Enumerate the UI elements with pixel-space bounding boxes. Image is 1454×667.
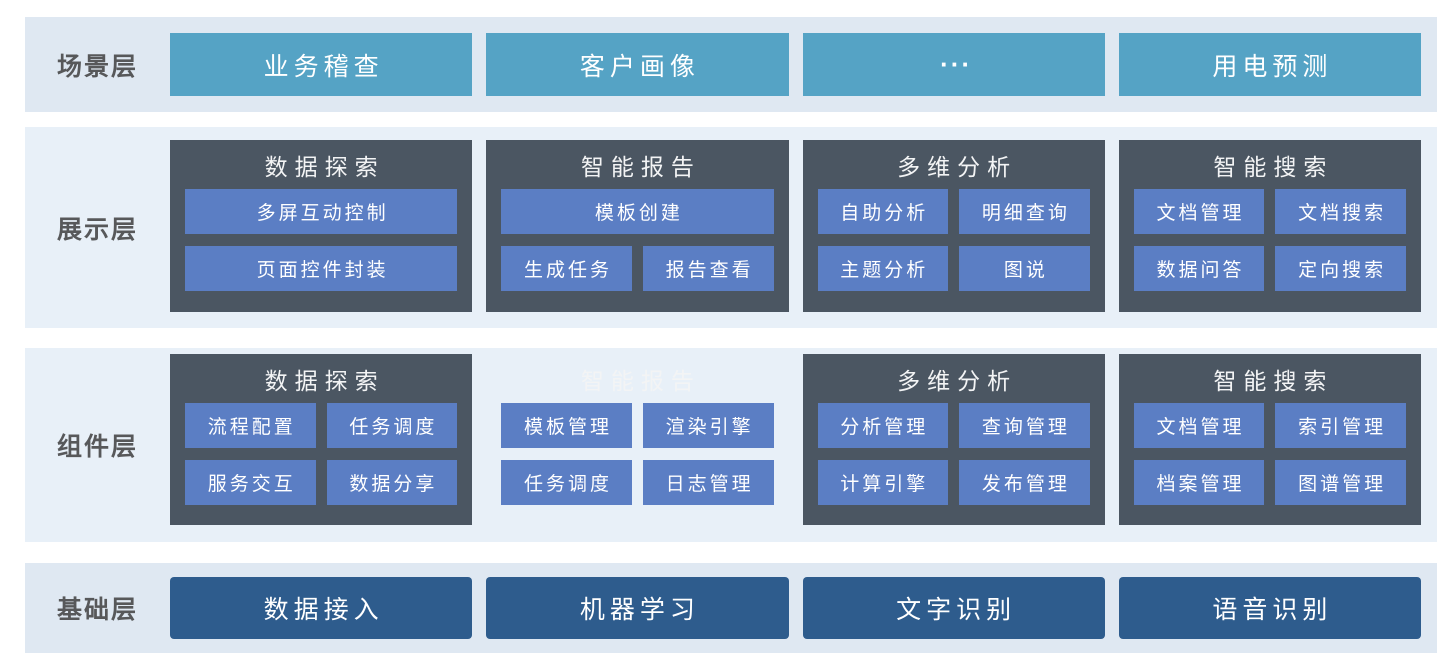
- component-card-2-button-1-0[interactable]: 计算引擎: [817, 460, 949, 505]
- component-card-3-button-0-1[interactable]: 索引管理: [1275, 403, 1406, 448]
- component-card-1-button-1-1[interactable]: 日志管理: [642, 460, 774, 505]
- scenario-button-0[interactable]: 业务稽查: [170, 33, 473, 96]
- presentation-card-2-button-1-0[interactable]: 主题分析: [817, 246, 949, 291]
- card-button-row: 服务交互数据分享: [185, 460, 458, 505]
- card-button-row: 档案管理图谱管理: [1133, 460, 1406, 505]
- layer-content-presentation: 数据探索多屏互动控制页面控件封装智能报告模板创建生成任务报告查看多维分析自助分析…: [170, 127, 1421, 328]
- component-card-1: 智能报告模板管理渲染引擎任务调度日志管理: [486, 354, 788, 525]
- layer-label-foundation: 基础层: [56, 596, 138, 624]
- foundation-button-3[interactable]: 语音识别: [1118, 577, 1421, 639]
- component-card-3: 智能搜索文档管理索引管理档案管理图谱管理: [1118, 354, 1421, 525]
- card-button-row: 数据问答定向搜索: [1133, 246, 1406, 291]
- card-button-row: 计算引擎发布管理: [817, 460, 1090, 505]
- scenario-button-2[interactable]: ···: [802, 33, 1105, 96]
- component-card-1-button-1-0[interactable]: 任务调度: [501, 460, 632, 505]
- card-button-row: 页面控件封装: [185, 246, 458, 291]
- component-card-3-button-0-0[interactable]: 文档管理: [1133, 403, 1265, 448]
- layer-foundation: 基础层 数据接入机器学习文字识别语音识别: [25, 563, 1437, 653]
- card-button-row: 任务调度日志管理: [501, 460, 774, 505]
- presentation-card-3-button-0-1[interactable]: 文档搜索: [1275, 189, 1406, 234]
- presentation-card-1-title: 智能报告: [580, 154, 701, 181]
- component-card-2-title: 多维分析: [897, 368, 1018, 395]
- layer-component: 组件层 数据探索流程配置任务调度服务交互数据分享智能报告模板管理渲染引擎任务调度…: [25, 348, 1437, 542]
- component-card-2-button-0-0[interactable]: 分析管理: [817, 403, 949, 448]
- foundation-button-0[interactable]: 数据接入: [170, 577, 473, 639]
- presentation-card-3-button-1-0[interactable]: 数据问答: [1133, 246, 1265, 291]
- card-button-row: 模板创建: [501, 189, 774, 234]
- card-button-row: 多屏互动控制: [185, 189, 458, 234]
- component-card-0-button-1-1[interactable]: 数据分享: [326, 460, 458, 505]
- layer-presentation: 展示层 数据探索多屏互动控制页面控件封装智能报告模板创建生成任务报告查看多维分析…: [25, 127, 1437, 328]
- card-button-row: 主题分析图说: [817, 246, 1090, 291]
- presentation-card-2-button-0-1[interactable]: 明细查询: [959, 189, 1090, 234]
- presentation-card-0-button-1-0[interactable]: 页面控件封装: [185, 246, 458, 291]
- card-button-row: 流程配置任务调度: [185, 403, 458, 448]
- card-button-row: 文档管理文档搜索: [1133, 189, 1406, 234]
- layer-label-scenario: 场景层: [56, 52, 138, 81]
- component-card-0-button-0-0[interactable]: 流程配置: [185, 403, 316, 448]
- presentation-card-2-button-0-0[interactable]: 自助分析: [817, 189, 949, 234]
- layer-scenario: 场景层 业务稽查客户画像···用电预测: [25, 17, 1437, 112]
- card-button-row: 文档管理索引管理: [1133, 403, 1406, 448]
- component-card-0-button-0-1[interactable]: 任务调度: [326, 403, 458, 448]
- component-card-0-title: 数据探索: [264, 368, 385, 395]
- presentation-card-0-title: 数据探索: [264, 154, 385, 181]
- presentation-card-1-button-1-1[interactable]: 报告查看: [642, 246, 774, 291]
- layer-content-foundation: 数据接入机器学习文字识别语音识别: [170, 563, 1421, 653]
- presentation-card-2: 多维分析自助分析明细查询主题分析图说: [802, 140, 1105, 312]
- layer-content-scenario: 业务稽查客户画像···用电预测: [170, 17, 1421, 112]
- presentation-card-3: 智能搜索文档管理文档搜索数据问答定向搜索: [1118, 140, 1421, 312]
- component-card-3-title: 智能搜索: [1213, 368, 1334, 395]
- layer-label-component: 组件层: [56, 433, 138, 461]
- layer-content-component: 数据探索流程配置任务调度服务交互数据分享智能报告模板管理渲染引擎任务调度日志管理…: [170, 348, 1421, 542]
- presentation-card-0: 数据探索多屏互动控制页面控件封装: [170, 140, 473, 312]
- presentation-card-2-button-1-1[interactable]: 图说: [959, 246, 1090, 291]
- component-card-1-button-0-1[interactable]: 渲染引擎: [642, 403, 774, 448]
- component-card-1-button-0-0[interactable]: 模板管理: [501, 403, 632, 448]
- component-card-2-button-0-1[interactable]: 查询管理: [959, 403, 1090, 448]
- presentation-card-0-button-0-0[interactable]: 多屏互动控制: [185, 189, 458, 234]
- component-card-0-button-1-0[interactable]: 服务交互: [185, 460, 316, 505]
- layer-label-presentation: 展示层: [56, 215, 138, 244]
- presentation-card-1-button-1-0[interactable]: 生成任务: [501, 246, 632, 291]
- component-card-2-button-1-1[interactable]: 发布管理: [959, 460, 1090, 505]
- card-button-row: 生成任务报告查看: [501, 246, 774, 291]
- component-card-2: 多维分析分析管理查询管理计算引擎发布管理: [802, 354, 1105, 525]
- scenario-button-1[interactable]: 客户画像: [486, 33, 789, 96]
- component-card-0: 数据探索流程配置任务调度服务交互数据分享: [170, 354, 473, 525]
- component-card-3-button-1-1[interactable]: 图谱管理: [1275, 460, 1406, 505]
- presentation-card-3-button-0-0[interactable]: 文档管理: [1133, 189, 1265, 234]
- scenario-button-3[interactable]: 用电预测: [1118, 33, 1421, 96]
- presentation-card-1: 智能报告模板创建生成任务报告查看: [486, 140, 789, 312]
- card-button-row: 自助分析明细查询: [817, 189, 1090, 234]
- presentation-card-2-title: 多维分析: [897, 154, 1018, 181]
- card-button-row: 分析管理查询管理: [817, 403, 1090, 448]
- component-card-3-button-1-0[interactable]: 档案管理: [1133, 460, 1265, 505]
- presentation-card-1-button-0-0[interactable]: 模板创建: [501, 189, 774, 234]
- presentation-card-3-button-1-1[interactable]: 定向搜索: [1275, 246, 1406, 291]
- foundation-button-1[interactable]: 机器学习: [486, 577, 789, 639]
- presentation-card-3-title: 智能搜索: [1213, 154, 1334, 181]
- component-card-1-title: 智能报告: [580, 368, 701, 395]
- foundation-button-2[interactable]: 文字识别: [802, 577, 1105, 639]
- card-button-row: 模板管理渲染引擎: [501, 403, 774, 448]
